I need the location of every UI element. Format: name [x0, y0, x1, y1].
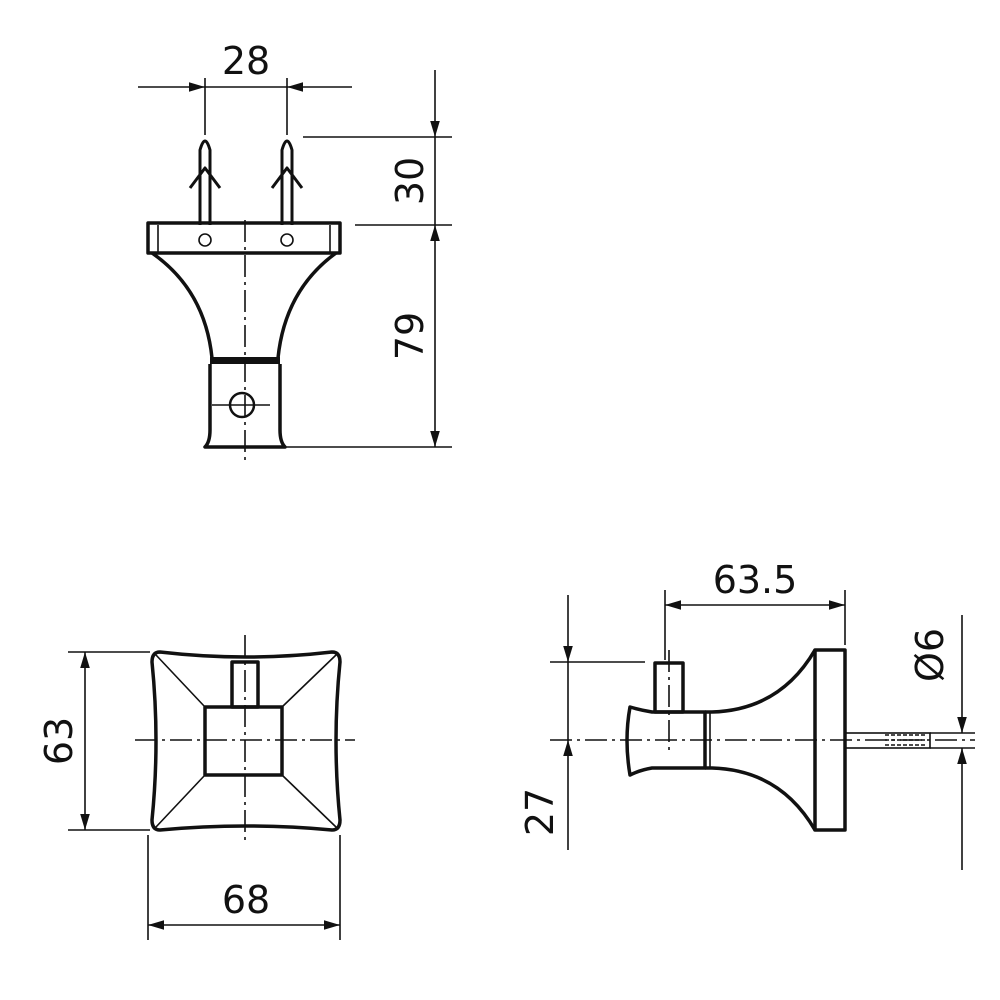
wall-anchor	[188, 139, 304, 225]
dim-anchor-length: 30	[388, 157, 432, 205]
side-view: 63.5 27 Ø6	[518, 558, 975, 870]
dim-plate-width: 68	[222, 878, 270, 922]
dim-projection: 63.5	[713, 558, 798, 602]
front-view: 63 68	[37, 635, 355, 940]
dim-screw-diameter: Ø6	[908, 628, 952, 682]
dim-height: 79	[388, 312, 432, 360]
dim-anchor-spacing: 28	[222, 39, 270, 83]
dim-plate-height: 63	[37, 717, 81, 765]
top-view: 28 30 79	[138, 39, 452, 462]
dim-peg-offset: 27	[518, 788, 562, 836]
